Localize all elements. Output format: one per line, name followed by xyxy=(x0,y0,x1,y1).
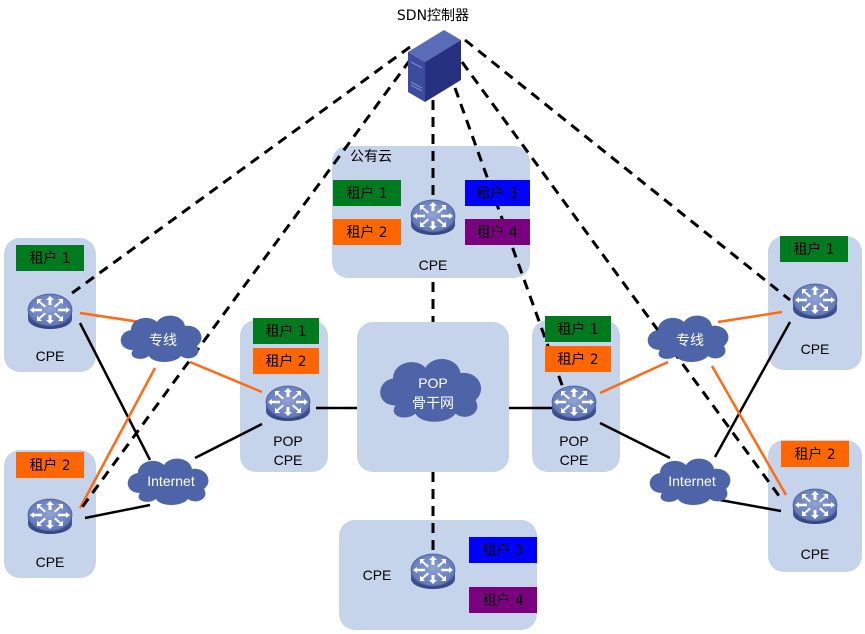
public-cloud-tenant-2[interactable]: 租户 2 xyxy=(333,219,401,245)
link-lbcpe-internet xyxy=(84,503,151,520)
ctrl-rtcpe xyxy=(464,38,791,302)
black-links xyxy=(78,321,792,520)
router-icon xyxy=(265,385,311,422)
link-rpop-leased xyxy=(599,360,669,395)
right-bottom-cpe[interactable]: CPE xyxy=(792,488,838,562)
router-icon xyxy=(410,553,456,590)
link-ltcpe-leased xyxy=(79,311,141,324)
svg-text:租户 4: 租户 4 xyxy=(482,592,523,609)
svg-text:租户 2: 租户 2 xyxy=(557,351,598,368)
svg-text:租户 2: 租户 2 xyxy=(794,446,835,463)
link-internet-rtcpe xyxy=(713,321,792,458)
left-leased-label: 专线 xyxy=(149,333,177,349)
left-pop-cpe[interactable]: POP CPE xyxy=(265,385,311,468)
router-icon xyxy=(792,283,838,320)
bottom-site-tenant-4[interactable]: 租户 4 xyxy=(469,587,537,613)
svg-text:CPE: CPE xyxy=(801,546,830,562)
public-cloud-label: 公有云 xyxy=(350,149,392,165)
svg-text:POP: POP xyxy=(559,433,589,449)
server-icon xyxy=(408,30,461,102)
public-cloud-cpe[interactable]: CPE xyxy=(410,199,456,273)
orange-links xyxy=(78,310,788,509)
router-icon xyxy=(551,385,597,422)
left-bottom-cpe[interactable]: CPE xyxy=(27,498,73,570)
left-pop-tenant-2[interactable]: 租户 2 xyxy=(253,348,319,374)
svg-text:租户 1: 租户 1 xyxy=(265,323,306,340)
pop-backbone-line2: 骨干网 xyxy=(412,396,454,412)
svg-text:租户 4: 租户 4 xyxy=(476,224,517,241)
bottom-site-cpe[interactable]: CPE xyxy=(363,553,456,590)
link-leased-rtcpe xyxy=(717,310,783,324)
public-cloud-tenant-1[interactable]: 租户 1 xyxy=(333,180,401,206)
link-leased-lpop xyxy=(189,360,263,394)
controller-label: SDN控制器 xyxy=(397,8,469,24)
control-links xyxy=(67,38,791,560)
router-icon xyxy=(792,488,838,525)
router-icon xyxy=(410,199,456,236)
right-pop-cpe[interactable]: POP CPE xyxy=(551,385,597,468)
svg-text:租户 1: 租户 1 xyxy=(793,241,834,258)
pop-backbone-cloud[interactable]: POP 骨干网 xyxy=(380,359,482,422)
left-leased-line-cloud[interactable]: 专线 xyxy=(120,315,202,362)
svg-text:租户 1: 租户 1 xyxy=(557,321,598,338)
svg-text:POP: POP xyxy=(273,433,303,449)
right-internet-cloud[interactable]: Internet xyxy=(649,458,731,505)
svg-text:CPE: CPE xyxy=(36,554,65,570)
right-top-tenant[interactable]: 租户 1 xyxy=(780,236,848,262)
link-lbcpe-leased xyxy=(78,367,157,509)
ctrl-rpop xyxy=(453,87,568,397)
svg-text:租户 1: 租户 1 xyxy=(29,250,70,267)
public-cloud-tenant-3[interactable]: 租户 3 xyxy=(465,180,530,206)
right-top-cpe[interactable]: CPE xyxy=(792,283,838,357)
right-leased-line-cloud[interactable]: 专线 xyxy=(647,315,729,362)
link-rpop-internet xyxy=(599,421,671,460)
right-leased-label: 专线 xyxy=(676,333,704,349)
router-icon xyxy=(27,293,73,330)
public-cloud-tenant-4[interactable]: 租户 4 xyxy=(465,219,530,245)
left-bottom-tenant[interactable]: 租户 2 xyxy=(16,452,84,478)
svg-text:租户 3: 租户 3 xyxy=(482,542,523,559)
sdn-controller[interactable]: SDN控制器 xyxy=(397,8,469,102)
svg-text:CPE: CPE xyxy=(801,341,830,357)
link-ltcpe-internet xyxy=(78,322,152,461)
svg-text:租户 2: 租户 2 xyxy=(346,224,387,241)
ctrl-ltcpe xyxy=(67,45,411,298)
left-top-tenant[interactable]: 租户 1 xyxy=(16,245,84,271)
svg-text:CPE: CPE xyxy=(36,348,65,364)
ctrl-lbcpe xyxy=(78,59,412,511)
link-internet-lpop xyxy=(194,422,263,460)
left-internet-cloud[interactable]: Internet xyxy=(127,458,209,505)
pop-backbone-line1: POP xyxy=(418,375,448,391)
left-top-cpe[interactable]: CPE xyxy=(27,293,73,364)
svg-text:租户 2: 租户 2 xyxy=(265,353,306,370)
link-leased-rbcpe xyxy=(710,365,788,496)
svg-text:租户 2: 租户 2 xyxy=(29,457,70,474)
right-pop-tenant-2[interactable]: 租户 2 xyxy=(545,346,611,372)
right-internet-label: Internet xyxy=(668,473,716,489)
svg-text:CPE: CPE xyxy=(419,257,448,273)
left-pop-tenant-1[interactable]: 租户 1 xyxy=(253,318,319,344)
bottom-site-tenant-3[interactable]: 租户 3 xyxy=(469,537,537,563)
link-internet-rbcpe xyxy=(719,498,782,513)
right-pop-tenant-1[interactable]: 租户 1 xyxy=(545,316,611,342)
svg-text:CPE: CPE xyxy=(363,567,392,583)
svg-text:租户 3: 租户 3 xyxy=(476,185,517,202)
svg-text:CPE: CPE xyxy=(560,452,589,468)
router-icon xyxy=(27,498,73,535)
svg-text:CPE: CPE xyxy=(274,452,303,468)
right-bottom-tenant[interactable]: 租户 2 xyxy=(781,441,849,467)
svg-text:租户 1: 租户 1 xyxy=(346,185,387,202)
left-internet-label: Internet xyxy=(147,473,195,489)
ctrl-rbcpe xyxy=(460,61,784,501)
